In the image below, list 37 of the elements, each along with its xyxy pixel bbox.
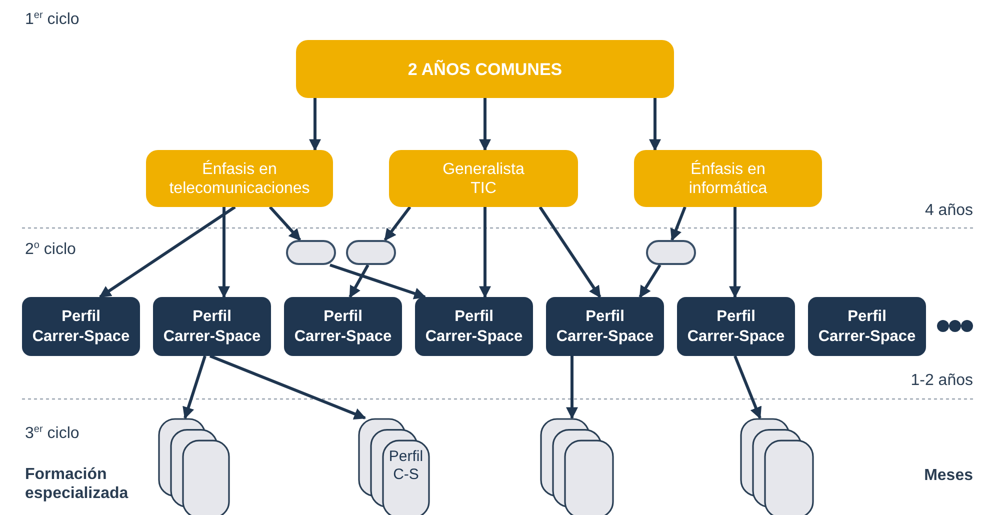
arrow — [182, 356, 206, 420]
arrow — [268, 206, 302, 241]
arrow — [566, 356, 578, 420]
profile-box: Perfil Carrer-Space — [808, 297, 926, 356]
profile-box: Perfil Carrer-Space — [546, 297, 664, 356]
arrow — [330, 264, 426, 300]
arrow — [670, 206, 686, 242]
text-label: Formación especializada — [25, 465, 130, 503]
text-label: 2$^{o}$ ciclo — [25, 240, 77, 259]
arrow — [649, 98, 661, 152]
arrow — [384, 206, 412, 241]
text-label: 1-2 años — [910, 371, 973, 390]
card-label: Perfil C-S — [388, 448, 424, 484]
profile-box: Perfil Carrer-Space — [677, 297, 795, 356]
category-box: 2 AÑOS COMUNES — [296, 40, 674, 98]
arrow — [348, 264, 370, 298]
profile-box: Perfil Carrer-Space — [415, 297, 533, 356]
profile-box: Perfil Carrer-Space — [284, 297, 402, 356]
arrow — [734, 355, 762, 420]
category-box: Énfasis en informática — [634, 150, 822, 207]
category-box: Énfasis en telecomunicaciones — [146, 150, 333, 207]
arrow — [218, 207, 230, 298]
text-label: Meses — [923, 466, 973, 485]
arrow — [479, 207, 491, 298]
arrow — [99, 206, 236, 298]
text-label: 3$^{er}$ ciclo — [25, 424, 80, 443]
arrow — [638, 264, 662, 298]
arrow — [309, 98, 321, 152]
text-label: 4 años — [924, 201, 973, 220]
arrow — [729, 207, 741, 298]
profile-box: Perfil Carrer-Space — [153, 297, 271, 356]
arrow — [209, 354, 366, 420]
profile-box: Perfil Carrer-Space — [22, 297, 140, 356]
arrow — [479, 98, 491, 152]
arrow — [538, 206, 602, 298]
text-label: 1$^{er}$ ciclo — [25, 10, 80, 29]
category-box: Generalista TIC — [389, 150, 578, 207]
